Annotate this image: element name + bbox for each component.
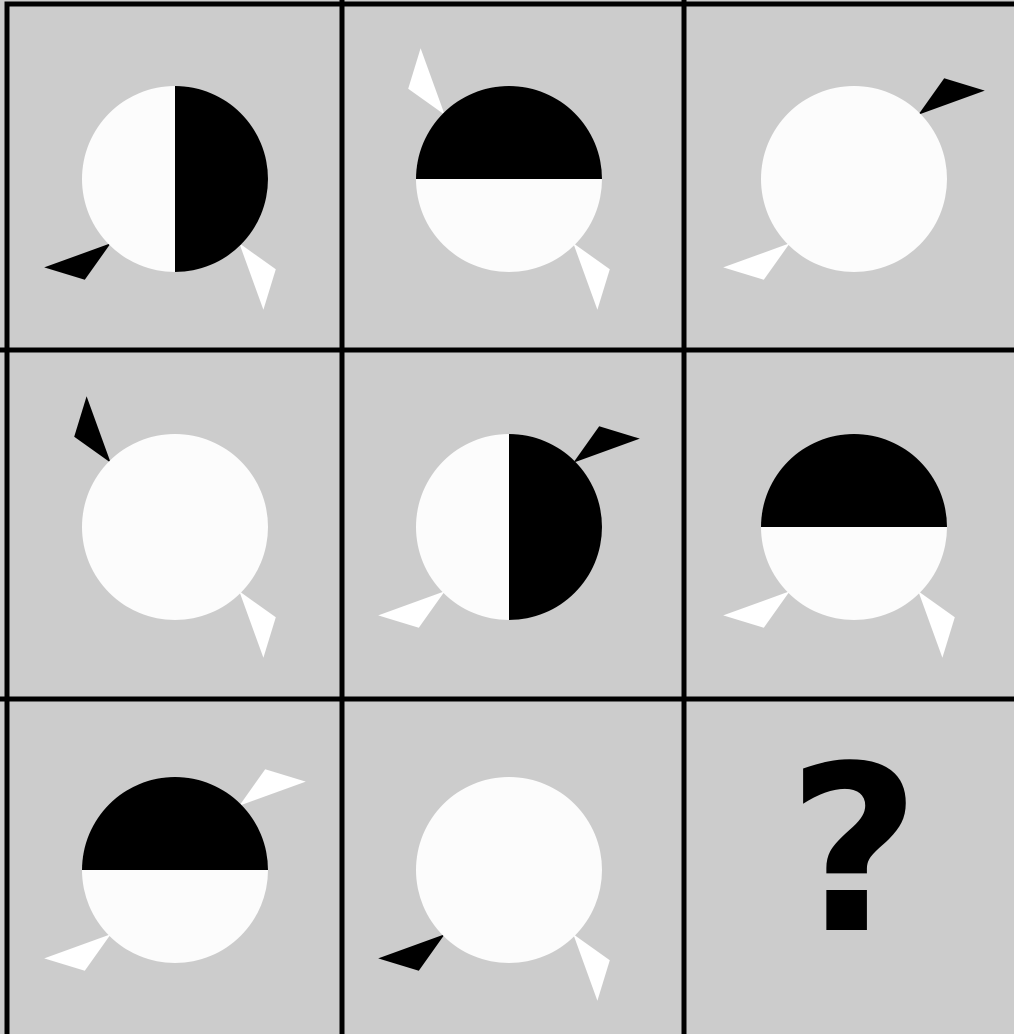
circle <box>82 434 268 620</box>
question-mark: ? <box>787 718 920 985</box>
circle <box>761 86 947 272</box>
cell-9: ? <box>787 718 920 985</box>
cells-layer: ? <box>44 48 985 1001</box>
circle <box>416 777 602 963</box>
